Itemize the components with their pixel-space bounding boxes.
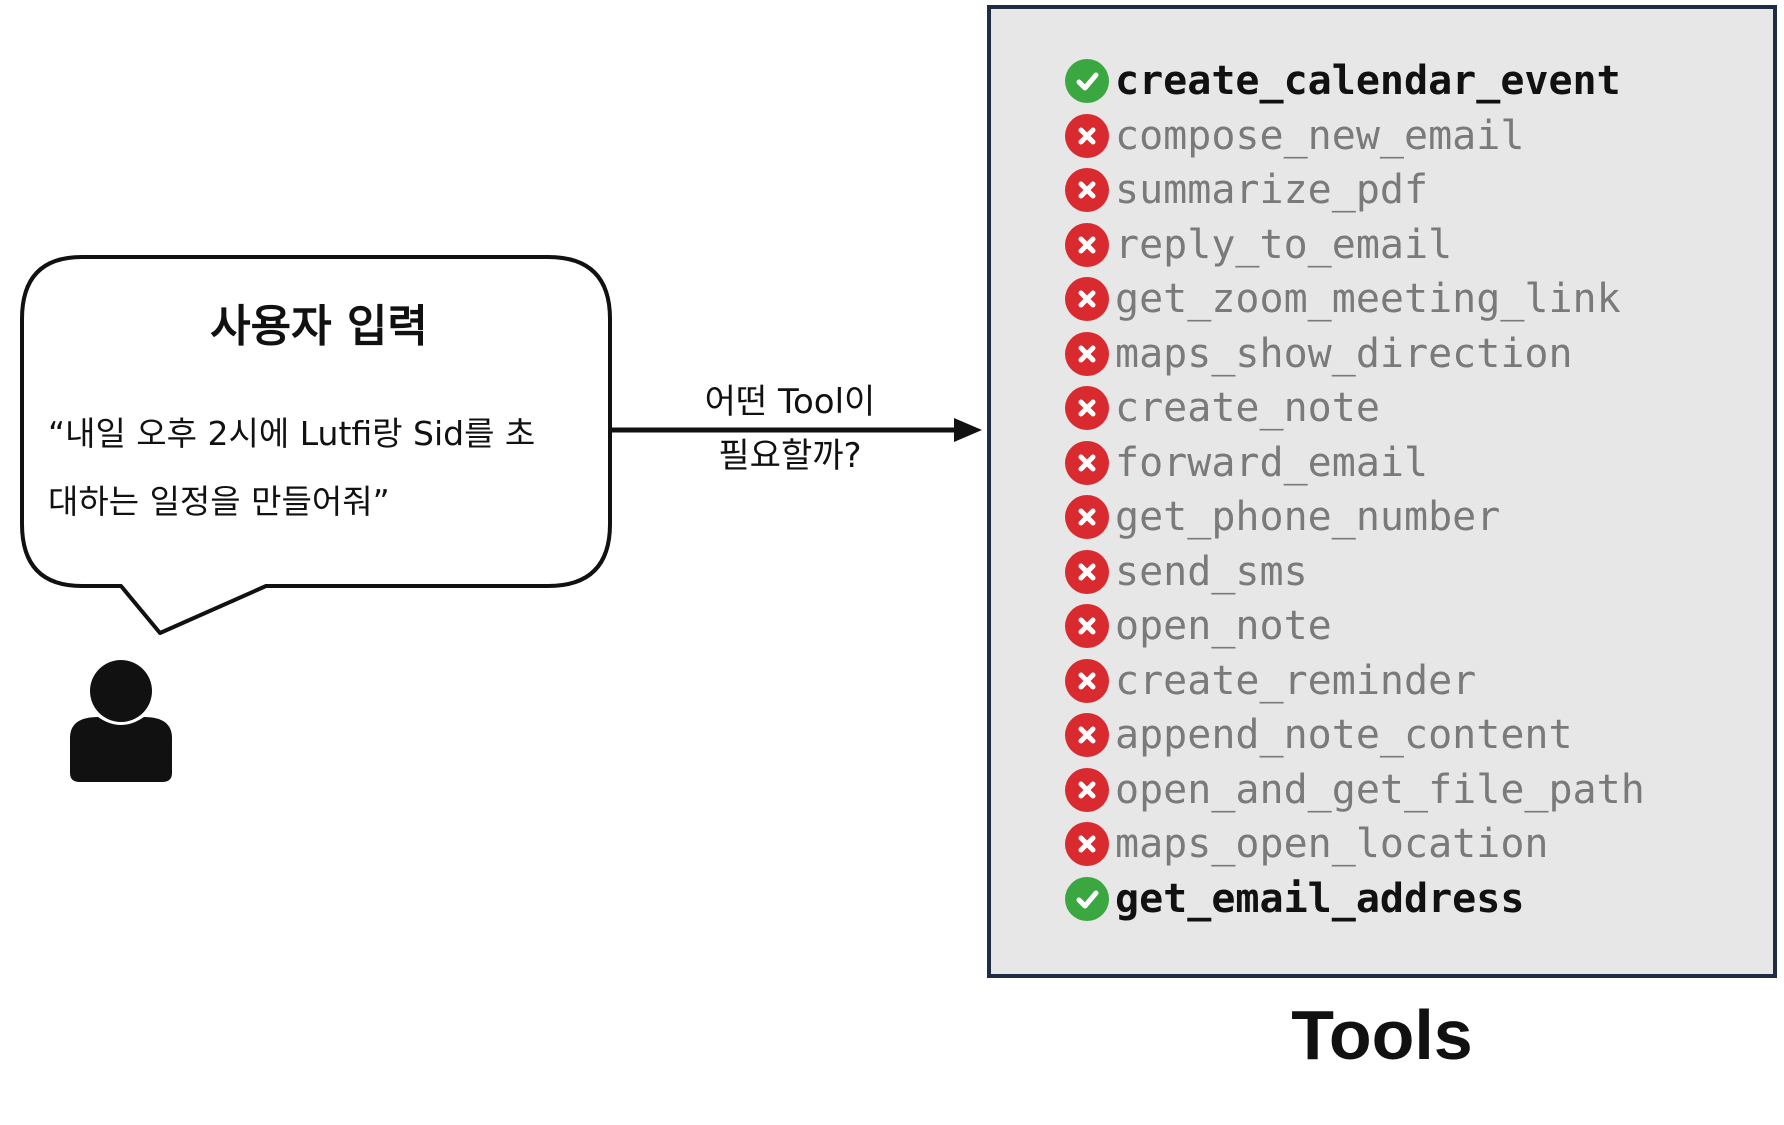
tool-item: reply_to_email: [1065, 218, 1645, 273]
user-input-title: 사용자 입력: [210, 301, 428, 352]
tool-item: summarize_pdf: [1065, 163, 1645, 218]
tool-item: open_note: [1065, 599, 1645, 654]
tool-name: get_phone_number: [1115, 494, 1501, 541]
tool-item: get_phone_number: [1065, 490, 1645, 545]
check-icon: [1065, 876, 1109, 921]
x-icon: [1065, 277, 1109, 322]
user-input-quote: “내일 오후 2시에 Lutfi랑 Sid를 초 대하는 일정을 만들어줘”: [48, 400, 608, 536]
x-icon: [1065, 386, 1109, 431]
tool-name: forward_email: [1115, 439, 1429, 486]
x-icon: [1065, 604, 1109, 649]
arrow-label: 어떤 Tool이 필요할까?: [660, 375, 920, 483]
tool-item: get_zoom_meeting_link: [1065, 272, 1645, 327]
tool-name: create_note: [1115, 385, 1380, 432]
arrow: [612, 418, 982, 442]
tool-name: open_note: [1115, 603, 1332, 650]
tool-name: reply_to_email: [1115, 221, 1453, 268]
x-icon: [1065, 658, 1109, 703]
tool-item: open_and_get_file_path: [1065, 763, 1645, 818]
tool-name: maps_open_location: [1115, 821, 1549, 868]
x-icon: [1065, 549, 1109, 594]
tool-item: maps_show_direction: [1065, 327, 1645, 382]
tool-item: append_note_content: [1065, 708, 1645, 763]
tool-item: get_email_address: [1065, 872, 1645, 927]
tool-item: compose_new_email: [1065, 109, 1645, 164]
tool-item: create_note: [1065, 381, 1645, 436]
tool-item: send_sms: [1065, 545, 1645, 600]
arrow-label-line: 필요할까?: [718, 436, 862, 476]
check-icon: [1065, 59, 1109, 104]
tool-name: maps_show_direction: [1115, 330, 1573, 377]
user-input-quote-line: “내일 오후 2시에 Lutfi랑 Sid를 초: [48, 414, 536, 453]
tool-name: append_note_content: [1115, 712, 1573, 759]
tool-name: compose_new_email: [1115, 112, 1525, 159]
tool-item: maps_open_location: [1065, 817, 1645, 872]
tool-name: create_calendar_event: [1115, 58, 1621, 105]
tools-caption: Tools: [1291, 996, 1473, 1074]
x-icon: [1065, 331, 1109, 376]
x-icon: [1065, 713, 1109, 758]
x-icon: [1065, 822, 1109, 867]
x-icon: [1065, 495, 1109, 540]
tool-name: summarize_pdf: [1115, 167, 1429, 214]
tool-name: create_reminder: [1115, 657, 1477, 704]
tool-item: create_calendar_event: [1065, 54, 1645, 109]
x-icon: [1065, 767, 1109, 812]
user-icon: [70, 660, 172, 782]
tool-item: forward_email: [1065, 436, 1645, 491]
tool-name: get_email_address: [1115, 875, 1525, 922]
speech-bubble: [20, 255, 612, 635]
x-icon: [1065, 168, 1109, 213]
x-icon: [1065, 113, 1109, 158]
tool-name: open_and_get_file_path: [1115, 766, 1645, 813]
arrow-label-line: 어떤 Tool이: [704, 382, 876, 422]
tool-item: create_reminder: [1065, 654, 1645, 709]
tool-name: get_zoom_meeting_link: [1115, 276, 1621, 323]
x-icon: [1065, 440, 1109, 485]
x-icon: [1065, 222, 1109, 267]
tool-name: send_sms: [1115, 548, 1308, 595]
user-input-quote-line: 대하는 일정을 만들어줘”: [48, 482, 390, 521]
